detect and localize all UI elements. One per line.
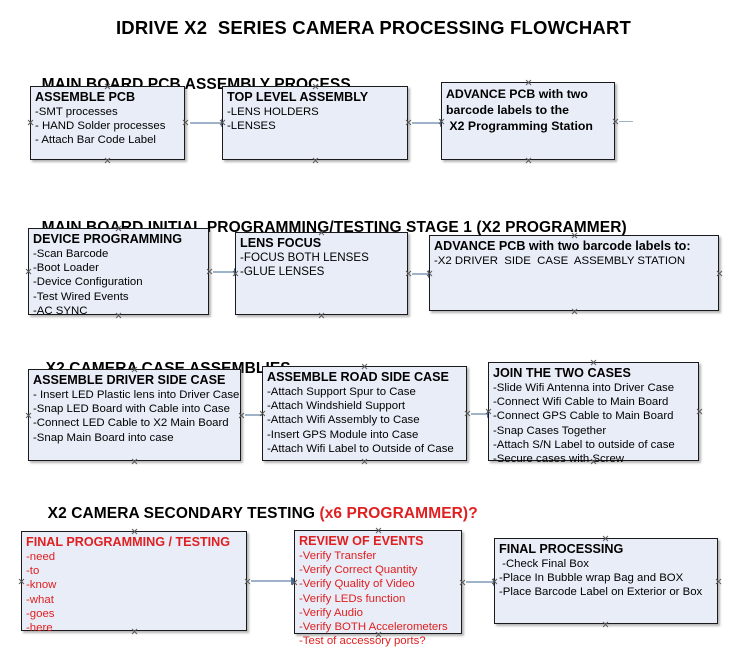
process-box-line: -goes — [26, 607, 55, 620]
process-box-line: - Insert LED Plastic lens into Driver Ca… — [33, 389, 240, 401]
process-box-line: -Place Barcode Label on Exterior or Box — [499, 586, 703, 599]
page-title: IDRIVE X2 SERIES CAMERA PROCESSING FLOWC… — [115, 17, 632, 38]
process-box-advance-pcb-to-driver-side-case-assembly[interactable]: ADVANCE PCB with two barcode labels to: … — [429, 235, 719, 311]
process-box-line: -Connect Wifi Cable to Main Board — [493, 396, 669, 409]
process-box-line: -know — [26, 579, 57, 592]
process-box-final-processing[interactable]: FINAL PROCESSING -Check Final Box -Place… — [494, 538, 718, 624]
process-box-line: barcode labels to the — [446, 103, 569, 117]
process-box-title: LENS FOCUS — [240, 236, 322, 250]
process-box-line: -Boot Loader — [33, 262, 99, 275]
process-box-line: -Connect GPS Cable to Main Board — [493, 410, 674, 423]
process-box-top-level-assembly[interactable]: TOP LEVEL ASSEMBLY -LENS HOLDERS -LENSES — [222, 86, 408, 160]
process-box-advance-pcb-to-x2-programming-station[interactable]: ADVANCE PCB with two barcode labels to t… — [441, 82, 615, 160]
process-box-line: -Slide Wifi Antenna into Driver Case — [493, 382, 675, 394]
process-box-line: -Snap Cases Together — [493, 424, 607, 437]
process-box-line: -Check Final Box — [499, 558, 589, 570]
process-box-title: ASSEMBLE ROAD SIDE CASE — [267, 370, 449, 384]
process-box-title: ADVANCE PCB with two barcode labels to: — [434, 239, 691, 253]
connector-arrow — [466, 577, 501, 586]
process-box-line: -Verify Correct Quantity — [299, 564, 418, 577]
process-box-line: - Attach Bar Code Label — [35, 134, 156, 147]
process-box-line: -Insert GPS Module into Case — [267, 428, 419, 441]
connector-arrow — [412, 118, 448, 127]
process-box-title: ASSEMBLE DRIVER SIDE CASE — [33, 373, 226, 387]
process-box-line: -LENS HOLDERS — [227, 106, 319, 118]
process-box-title: REVIEW OF EVENTS — [299, 534, 424, 548]
process-box-line: ADVANCE PCB with two — [446, 87, 588, 101]
section-heading-x2-camera-secondary-testing: X2 CAMERA SECONDARY TESTING (x6 PROGRAMM… — [30, 487, 478, 541]
process-box-line: -GLUE LENSES — [240, 265, 325, 279]
process-box-title: FINAL PROGRAMMING / TESTING — [26, 535, 231, 549]
process-box-line: -Verify BOTH Accelerometers — [299, 621, 448, 634]
process-box-line: -SMT processes — [35, 106, 118, 118]
connector-arrow — [190, 118, 229, 127]
process-box-line: -Test Wired Events — [33, 290, 129, 303]
process-box-line: -LENSES — [227, 120, 276, 133]
process-box-device-programming[interactable]: DEVICE PROGRAMMING -Scan Barcode -Boot L… — [28, 228, 209, 317]
process-box-join-the-two-cases[interactable]: JOIN THE TWO CASES -Slide Wifi Antenna i… — [488, 362, 699, 465]
process-box-review-of-events[interactable]: REVIEW OF EVENTS -Verify Transfer -Verif… — [294, 530, 462, 647]
process-box-line: - HAND Solder processes — [35, 120, 166, 133]
process-box-line: -Connect LED Cable to X2 Main Board — [33, 417, 229, 430]
connector-arrow — [251, 576, 299, 585]
process-box-title: ASSEMBLE PCB — [35, 90, 136, 104]
connector-arrow — [471, 409, 495, 418]
process-box-line: -to — [26, 565, 40, 578]
process-box-line: -Snap LED Board with Cable into Case — [33, 403, 230, 416]
process-box-line: -Verify Audio — [299, 606, 363, 619]
process-box-line: -what — [26, 593, 54, 606]
process-box-line: -Attach S/N Label to outside of case — [493, 438, 675, 451]
process-box-assemble-pcb[interactable]: ASSEMBLE PCB -SMT processes - HAND Solde… — [30, 86, 185, 160]
process-box-line: -Scan Barcode — [33, 248, 109, 260]
process-box-line: -Verify Quality of Video — [299, 578, 415, 591]
process-box-assemble-road-side-case[interactable]: ASSEMBLE ROAD SIDE CASE -Attach Support … — [262, 366, 467, 461]
process-box-title: DEVICE PROGRAMMING — [33, 232, 183, 246]
connector-arrow — [213, 267, 242, 276]
process-box-line: -Secure cases with Screw — [493, 453, 625, 466]
section-heading-text: X2 CAMERA SECONDARY TESTING — [47, 505, 320, 522]
process-box-lens-focus[interactable]: LENS FOCUS -FOCUS BOTH LENSES -GLUE LENS… — [235, 232, 408, 315]
process-box-line: X2 Programming Station — [446, 119, 593, 133]
process-box-line: -Attach Wifi Assembly to Case — [267, 414, 420, 427]
process-box-title: JOIN THE TWO CASES — [493, 366, 631, 380]
process-box-line: -AC SYNC — [33, 304, 88, 317]
process-box-line: -need — [26, 551, 56, 563]
process-box-line: -Verify Transfer — [299, 550, 377, 562]
connector-arrow — [245, 410, 270, 419]
process-box-line: -Verify LEDs function — [299, 592, 406, 605]
process-box-line: -Attach Wifi Label to Outside of Case — [267, 442, 454, 455]
process-box-line: -Attach Support Spur to Case — [267, 386, 416, 398]
connector-arrow — [412, 269, 436, 278]
process-box-title: FINAL PROCESSING — [499, 542, 624, 556]
process-box-line: -Device Configuration — [33, 276, 143, 289]
process-box-line: -Place In Bubble wrap Bag and BOX — [499, 572, 684, 585]
process-box-line: -Snap Main Board into case — [33, 431, 174, 444]
process-box-line: -Attach Windshield Support — [267, 400, 406, 413]
process-box-assemble-driver-side-case[interactable]: ASSEMBLE DRIVER SIDE CASE - Insert LED P… — [28, 369, 241, 461]
process-box-line: -X2 DRIVER SIDE CASE ASSEMBLY STATION — [434, 255, 686, 267]
section-heading-accent: (x6 PROGRAMMER)? — [319, 505, 478, 522]
process-box-line: -FOCUS BOTH LENSES — [240, 251, 369, 264]
connector-stub — [619, 121, 633, 122]
process-box-final-programming-testing[interactable]: FINAL PROGRAMMING / TESTING -need -to -k… — [21, 531, 247, 634]
process-box-line: -here — [26, 622, 53, 635]
process-box-line-overflow: -Test of accessory ports? — [299, 635, 426, 648]
process-box-title: TOP LEVEL ASSEMBLY — [227, 90, 369, 104]
